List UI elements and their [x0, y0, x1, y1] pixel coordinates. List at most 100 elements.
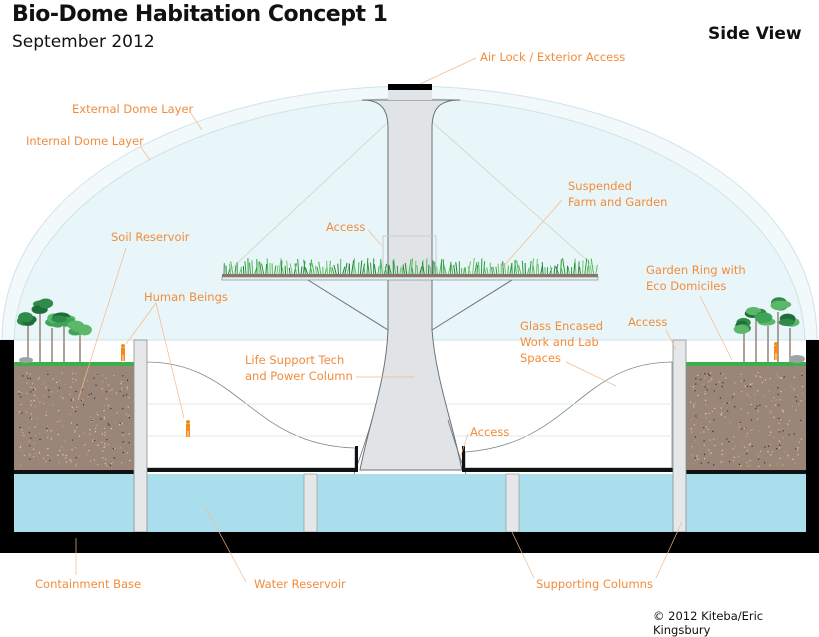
soil-particle	[101, 388, 102, 389]
soil-particle	[95, 431, 96, 432]
soil-particle	[26, 372, 27, 373]
soil-particle	[691, 419, 692, 420]
soil-particle	[710, 452, 711, 453]
soil-particle	[106, 398, 107, 399]
soil-particle	[75, 465, 76, 466]
soil-particle	[30, 400, 31, 401]
grass-blade	[477, 265, 478, 274]
soil-particle	[796, 401, 797, 402]
rock-icon	[789, 355, 805, 363]
tree-canopy	[67, 321, 83, 330]
soil-particle	[103, 410, 104, 411]
soil-particle	[770, 412, 771, 413]
soil-particle	[34, 427, 35, 428]
soil-particle	[122, 375, 123, 376]
soil-particle	[128, 433, 129, 434]
soil-particle	[704, 445, 705, 446]
soil-particle	[27, 382, 28, 383]
soil-particle	[126, 387, 127, 388]
soil-particle	[102, 434, 103, 435]
soil-particle	[745, 447, 746, 448]
soil-particle	[95, 428, 96, 429]
soil-particle	[46, 386, 47, 387]
soil-particle	[39, 433, 40, 434]
soil-particle	[72, 449, 73, 450]
soil-particle	[801, 373, 802, 374]
soil-particle	[71, 399, 72, 400]
human-figure-icon	[774, 342, 778, 360]
soil-particle	[37, 418, 38, 419]
soil-particle	[734, 393, 735, 394]
soil-particle	[746, 393, 747, 394]
soil-particle	[128, 397, 129, 398]
grass-blade	[538, 264, 539, 274]
soil-particle	[734, 406, 735, 407]
soil-particle	[771, 411, 772, 412]
soil-particle	[103, 374, 104, 375]
soil-particle	[708, 449, 709, 450]
soil-particle	[34, 395, 35, 396]
soil-particle	[702, 384, 703, 385]
soil-particle	[66, 455, 67, 456]
soil-particle	[77, 463, 78, 464]
grass-blade	[426, 258, 427, 274]
grass-blade	[281, 261, 282, 274]
soil-particle	[26, 411, 27, 412]
soil-particle	[71, 413, 72, 414]
soil-particle	[721, 461, 722, 462]
soil-particle	[108, 423, 109, 424]
soil-particle	[51, 391, 52, 392]
soil-particle	[38, 451, 39, 452]
soil-particle	[704, 440, 705, 441]
soil-particle	[782, 409, 783, 410]
soil-particle	[47, 437, 48, 438]
soil-particle	[105, 458, 106, 459]
soil-particle	[43, 383, 44, 384]
soil-particle	[128, 415, 129, 416]
label-glass-encased: Glass Encased Work and Lab Spaces	[520, 318, 603, 366]
soil-particle	[104, 432, 105, 433]
soil-particle	[90, 429, 91, 430]
soil-particle	[31, 414, 32, 415]
soil-particle	[30, 387, 31, 388]
soil-particle	[120, 447, 121, 448]
soil-particle	[708, 386, 709, 387]
soil-particle	[38, 379, 39, 380]
soil-slab-right	[686, 470, 806, 474]
soil-particle	[53, 378, 54, 379]
soil-particle	[39, 439, 40, 440]
soil-particle	[802, 393, 803, 394]
soil-particle	[779, 431, 780, 432]
soil-particle	[76, 391, 77, 392]
soil-particle	[757, 406, 758, 407]
soil-particle	[797, 449, 798, 450]
soil-particle	[121, 390, 122, 391]
soil-particle	[739, 464, 740, 465]
soil-particle	[700, 379, 701, 380]
soil-particle	[722, 461, 723, 462]
soil-particle	[691, 446, 692, 447]
soil-particle	[87, 380, 88, 381]
soil-particle	[783, 430, 784, 431]
soil-particle	[705, 386, 706, 387]
soil-particle	[760, 451, 761, 452]
soil-particle	[780, 391, 781, 392]
soil-particle	[757, 411, 758, 412]
grass-blade	[364, 267, 365, 274]
soil-particle	[37, 398, 38, 399]
soil-particle	[707, 389, 708, 390]
soil-particle	[735, 446, 736, 447]
soil-particle	[719, 381, 720, 382]
supporting-column	[134, 340, 147, 532]
soil-particle	[61, 447, 62, 448]
soil-particle	[21, 392, 22, 393]
soil-particle	[35, 435, 36, 436]
soil-particle	[44, 395, 45, 396]
soil-particle	[129, 442, 130, 443]
tree-canopy	[38, 298, 53, 308]
rock-icon	[19, 357, 33, 363]
soil-particle	[778, 423, 779, 424]
soil-particle	[712, 411, 713, 412]
soil-particle	[788, 434, 789, 435]
soil-particle	[47, 374, 48, 375]
